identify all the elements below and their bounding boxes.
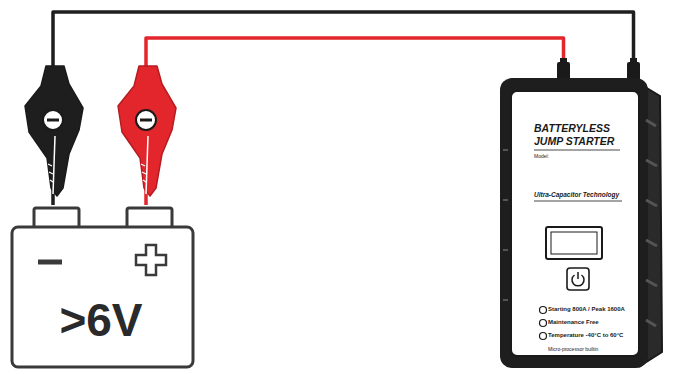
jump-starter-housing xyxy=(500,58,662,368)
spec-item: Maintenance Free xyxy=(548,319,636,326)
product-name: BATTERYLESS JUMP STARTER xyxy=(534,122,618,147)
voltage-label: >6V xyxy=(10,297,192,343)
spec-item: Temperature -40°C to 60°C xyxy=(548,332,636,339)
technology-label: Ultra-Capacitor Technology xyxy=(534,191,634,199)
battery-outline xyxy=(10,205,195,370)
spec-item: Starting 800A / Peak 1600A xyxy=(548,306,636,313)
red-clamp xyxy=(118,66,176,196)
model-label: Model: xyxy=(534,153,624,159)
footer-note: Micro-processor builtin xyxy=(548,346,636,352)
battery-icon: >6V xyxy=(10,205,195,370)
jump-starter-panel: BATTERYLESS JUMP STARTER Model: Ultra-Capa… xyxy=(512,92,638,355)
black-clamp xyxy=(25,66,83,196)
